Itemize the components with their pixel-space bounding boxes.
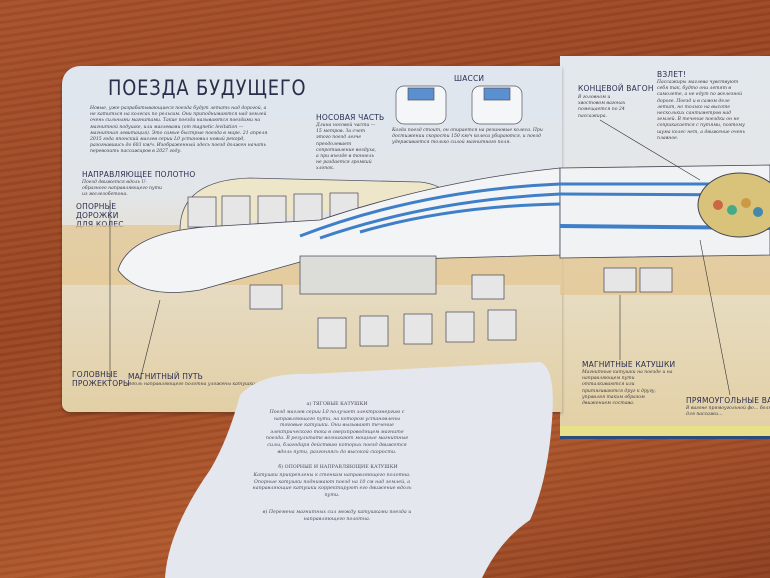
paper-heading-a: а) ТЯГОВЫЕ КАТУШКИ (306, 402, 368, 407)
magnetic-track-heading: МАГНИТНЫЙ ПУТЬ (128, 372, 203, 381)
nose-text: Длина носовой части — 15 метров. За счет… (316, 123, 377, 172)
wheel-tracks-heading: ОПОРНЫЕ ДОРОЖКИ ДЛЯ КОЛЕС (76, 202, 124, 229)
passengers (713, 198, 763, 217)
passenger-cabin (697, 172, 770, 238)
chassis-diagram (395, 85, 523, 125)
takeoff-text: Пассажиры маглева чувствуют себя так, бу… (657, 80, 745, 141)
intro-text: Новые, уже разрабатывающиеся поезда буду… (90, 106, 268, 155)
takeoff-heading: ВЗЛЕТ! (657, 70, 687, 79)
magnetic-coils-heading: МАГНИТНЫЕ КАТУШКИ (582, 360, 676, 369)
rect-cars-text: В вагоне прямоугольной фо… больше места … (686, 406, 770, 418)
end-car-heading: КОНЦЕВОЙ ВАГОН (578, 84, 654, 93)
bogie (299, 255, 437, 295)
chassis-text: Когда поезд стоит, он опирается на резин… (392, 128, 543, 146)
book-edge (560, 426, 770, 439)
magnetic-track-text: Вдоль направляющего полотна уложены кату… (128, 382, 308, 387)
nose-heading: НОСОВАЯ ЧАСТЬ (316, 113, 385, 122)
guideway-text: Поезд движется вдоль U-образного направл… (82, 180, 162, 198)
paper-heading-b: б) ОПОРНЫЕ И НАПРАВЛЯЮЩИЕ КАТУШКИ (278, 465, 398, 470)
paper-text-a: Поезд маглев серии L0 получает электроэн… (265, 410, 409, 455)
magnetic-coils-text: Магнитные катушки на поезде и на направл… (582, 370, 673, 407)
page-title: ПОЕЗДА БУДУЩЕГО (108, 76, 307, 100)
rect-cars-heading: ПРЯМОУГОЛЬНЫЕ ВАГ (686, 396, 770, 405)
paper-text-c: в) Перемена магнитных сил между катушкам… (262, 510, 412, 522)
headlights-heading: ГОЛОВНЫЕ ПРОЖЕКТОРЫ (72, 370, 130, 388)
leader-lines (109, 119, 731, 396)
train-stripes (299, 182, 770, 240)
paper-text-b: Катушки прикреплены к стенкам направляющ… (252, 473, 412, 498)
paper-note (165, 362, 553, 578)
end-car-text: В головном и хвостовом вагонах помещаетс… (578, 95, 626, 119)
guideway-heading: НАПРАВЛЯЮЩЕЕ ПОЛОТНО (82, 170, 196, 179)
chassis-heading: ШАССИ (454, 74, 485, 83)
